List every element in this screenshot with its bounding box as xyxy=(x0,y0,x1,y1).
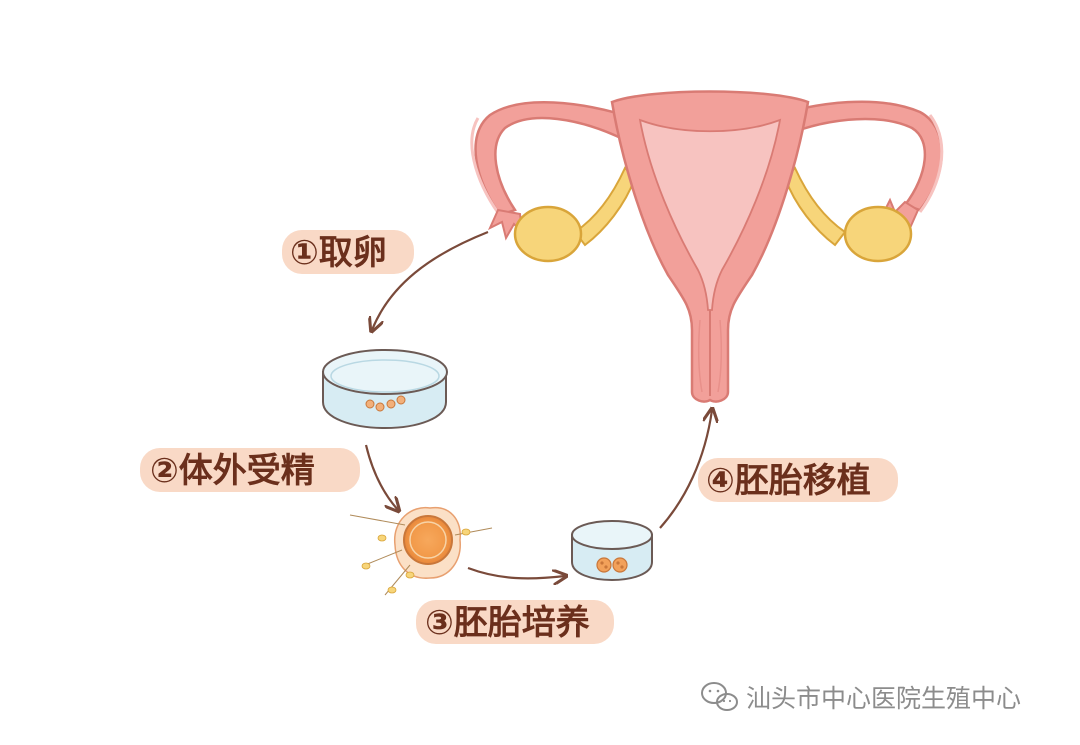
petri-dish-eggs xyxy=(322,349,448,430)
step-label-1: ①取卵 xyxy=(282,230,414,274)
watermark: 汕头市中心医院生殖中心 xyxy=(701,682,1021,713)
arrow-step2 xyxy=(364,444,398,510)
cycle-arrows xyxy=(364,230,712,578)
arrow-step1 xyxy=(372,230,489,330)
arrow-step3 xyxy=(467,566,565,578)
step-3-text: ③胚胎培养 xyxy=(425,603,590,643)
right-ovarian-ligament xyxy=(783,166,847,247)
uterine-cavity xyxy=(638,118,782,311)
step-label-2: ②体外受精 xyxy=(140,448,360,492)
right-ovary xyxy=(843,205,913,263)
watermark-text: 汕头市中心医院生殖中心 xyxy=(746,684,1021,713)
step-label-4: ④胚胎移植 xyxy=(698,458,898,502)
step-label-3: ③胚胎培养 xyxy=(416,600,614,644)
step-4-text: ④胚胎移植 xyxy=(706,461,871,501)
petri-dish-embryos xyxy=(571,520,653,582)
left-ovarian-ligament xyxy=(573,166,637,247)
step-1-text: ①取卵 xyxy=(290,233,387,273)
arrow-step4 xyxy=(659,410,712,529)
left-fimbriae xyxy=(487,208,524,241)
wechat-icon xyxy=(701,682,738,711)
fertilized-egg xyxy=(349,506,493,596)
left-ovary xyxy=(513,205,583,263)
step-2-text: ②体外受精 xyxy=(150,451,315,491)
uterus-illustration xyxy=(470,90,944,403)
